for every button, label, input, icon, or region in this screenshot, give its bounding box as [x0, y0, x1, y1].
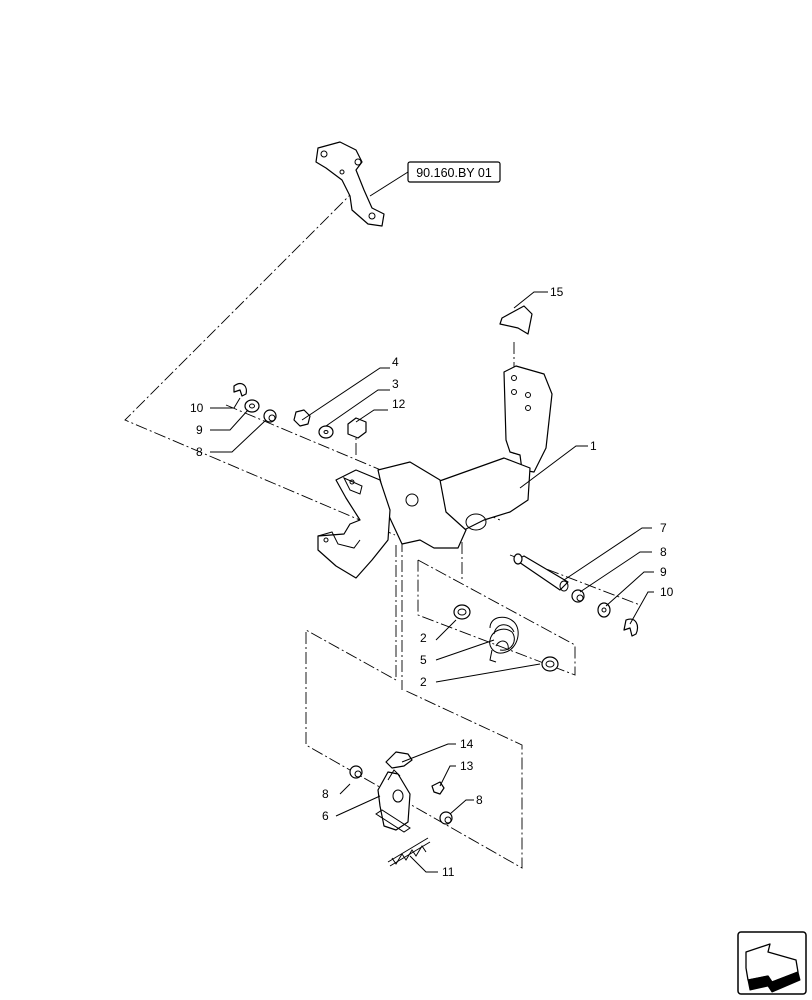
callout-8-right: 8: [660, 545, 667, 559]
callout-8-lower-right: 8: [476, 793, 483, 807]
callout-8-left: 8: [196, 445, 203, 459]
pin-part-7: [513, 553, 639, 637]
upper-bracket-part: [315, 141, 385, 227]
callout-12: 12: [392, 397, 406, 411]
reference-label: 90.160.BY 01: [416, 166, 492, 180]
callout-1: 1: [590, 439, 597, 453]
callout-13: 13: [460, 759, 474, 773]
reference-callout[interactable]: 90.160.BY 01: [369, 161, 501, 197]
leader-lines: [210, 291, 654, 873]
callout-labels: 15 4 3 12 10 9 8 1 7 8 9 10 2 5 2 14 13 …: [190, 285, 674, 879]
callout-11: 11: [442, 865, 455, 879]
callout-15: 15: [550, 285, 564, 299]
callout-2-lower: 2: [420, 675, 427, 689]
callout-10-right: 10: [660, 585, 674, 599]
latch-assembly-part-6: [349, 751, 453, 867]
next-page-arrow-icon[interactable]: [737, 931, 807, 995]
callout-4: 4: [392, 355, 399, 369]
pad-part-15: [499, 305, 533, 335]
callout-9-right: 9: [660, 565, 667, 579]
spring-part-5: [453, 604, 559, 672]
callout-7: 7: [660, 521, 667, 535]
callout-8-lower-left: 8: [322, 787, 329, 801]
callout-10-left: 10: [190, 401, 204, 415]
callout-2-upper: 2: [420, 631, 427, 645]
callout-5: 5: [420, 653, 427, 667]
callout-3: 3: [392, 377, 399, 391]
callout-9-left: 9: [196, 423, 203, 437]
left-hardware: [233, 382, 367, 439]
pedal-bracket-part-1: [317, 365, 553, 579]
callout-6: 6: [322, 809, 329, 823]
callout-14: 14: [460, 737, 474, 751]
